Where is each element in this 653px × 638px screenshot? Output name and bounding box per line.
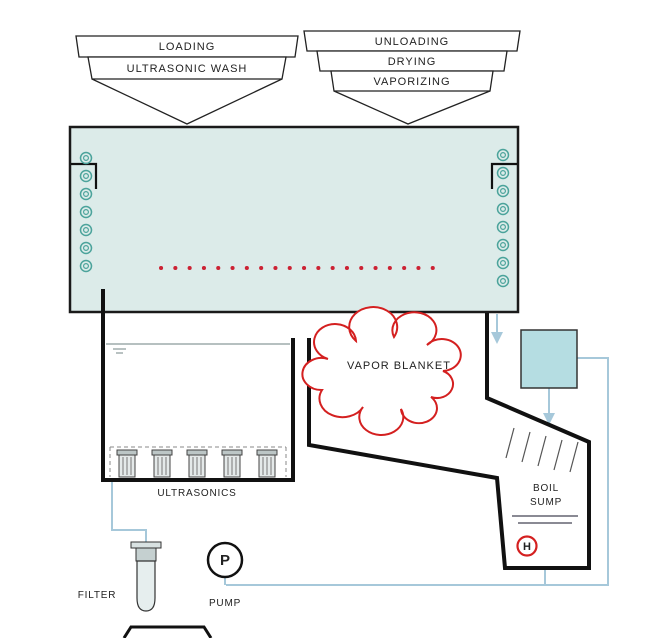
right-bracket <box>490 162 517 189</box>
vapor-blanket-cloud <box>301 306 462 436</box>
sump-liquid-level <box>512 515 578 524</box>
unloading-funnel-spout <box>333 90 491 125</box>
loading-label: LOADING <box>159 41 216 53</box>
pipe-right-loop <box>226 357 609 586</box>
boil-label: BOIL <box>533 483 559 494</box>
filter-symbol <box>130 541 162 612</box>
loading-funnel-spout <box>91 78 283 125</box>
chamber-corner-brackets <box>71 162 517 189</box>
drying-label: DRYING <box>388 56 437 68</box>
heater-letter: H <box>523 541 531 553</box>
vaporizing-label: VAPORIZING <box>373 76 450 88</box>
condenser-box <box>520 329 578 389</box>
process-chamber <box>68 125 520 314</box>
bottom-fixture-outline <box>122 625 213 638</box>
ultrasonic-transducers <box>116 449 278 478</box>
transducer-dashed-boundary <box>109 446 287 477</box>
sump-vapor-hatching <box>505 427 579 473</box>
ultrasonic-tank-outline <box>101 289 295 482</box>
pipe-arrowheads <box>491 332 555 425</box>
ultrasonics-label: ULTRASONICS <box>157 488 236 499</box>
drying-box <box>316 50 508 72</box>
arrow-down-into-sump <box>543 413 555 425</box>
vapor-blanket-label: VAPOR BLANKET <box>347 360 451 372</box>
pipe-tank-to-filter <box>111 481 147 542</box>
pipe-network <box>111 314 609 586</box>
ultrasonic-wash-label: ULTRASONIC WASH <box>127 63 248 75</box>
arrow-down-into-vapor-zone <box>491 332 503 344</box>
unloading-funnel <box>303 30 521 125</box>
pump-label: PUMP <box>209 598 241 609</box>
heater-symbol: H <box>516 535 538 557</box>
filter-label: FILTER <box>78 590 117 601</box>
pump-symbol: P <box>206 541 244 579</box>
vapor-zone-and-sump-outline <box>307 313 591 570</box>
loading-funnel <box>75 35 299 125</box>
unloading-box <box>303 30 521 52</box>
sump-label: SUMP <box>530 497 562 508</box>
pump-letter: P <box>220 552 230 569</box>
loading-box <box>75 35 299 58</box>
unloading-label: UNLOADING <box>375 36 449 48</box>
tank-liquid-level <box>106 343 290 354</box>
left-bracket <box>71 162 98 189</box>
